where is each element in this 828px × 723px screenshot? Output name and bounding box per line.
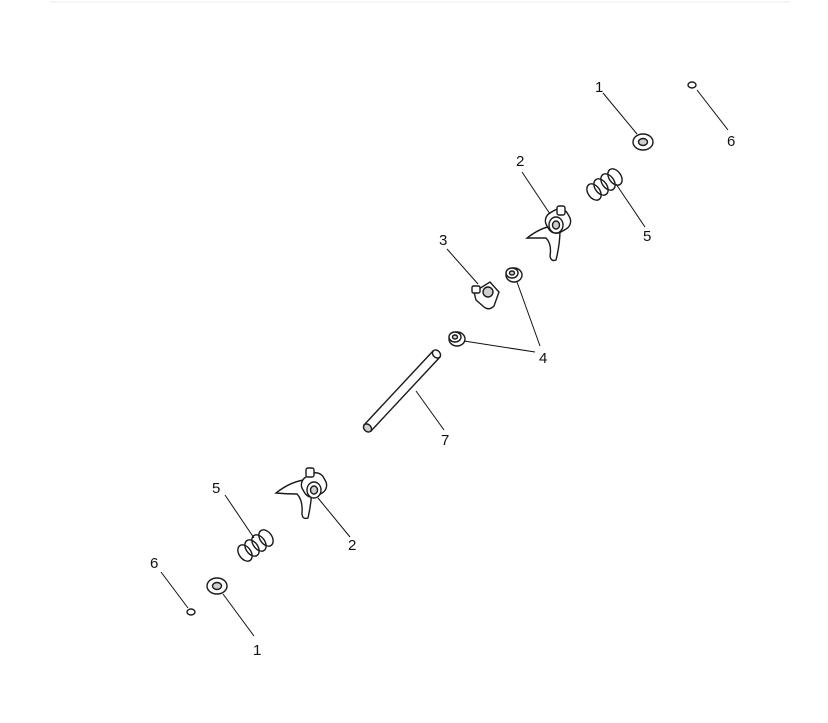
callout-6-lower: 6 [150,555,158,572]
part-7-shaft [362,349,442,433]
callout-labels: 1 6 2 5 3 4 7 5 2 6 1 [150,79,735,659]
callout-2-lower: 2 [348,537,356,554]
part-6-clip-upper [687,81,697,89]
callout-4: 4 [539,350,547,367]
callout-6-upper: 6 [727,133,735,150]
leader-4b [463,340,536,353]
leader-4a [516,281,541,347]
part-5-spring-lower [237,529,274,562]
leader-lines [160,89,729,637]
leader-5-lower [224,494,255,539]
part-3-follower [471,281,500,310]
part-2-shift-fork-upper [524,205,572,262]
callout-1-lower: 1 [253,642,261,659]
part-6-clip-lower [186,608,196,616]
leader-2-lower [317,497,351,538]
part-1-washer-upper [632,133,654,151]
callout-3: 3 [439,232,447,249]
leader-3 [446,248,479,285]
callout-1-upper: 1 [595,79,603,96]
part-4-roller-lower [448,331,466,347]
part-2-shift-fork-lower [274,467,328,520]
part-1-washer-lower [206,577,228,595]
leader-7 [415,390,445,431]
part-4-roller-upper [505,267,523,283]
leader-2-upper [521,171,551,215]
leader-6-upper [696,89,729,131]
callout-7: 7 [441,432,449,449]
callout-2-upper: 2 [516,153,524,170]
callout-5-upper: 5 [643,228,651,245]
leader-1-upper [602,92,638,135]
leader-5-upper [615,183,646,228]
leader-1-lower [222,593,255,637]
part-5-spring-upper [586,168,623,201]
leader-6-lower [160,571,189,609]
callout-5-lower: 5 [212,480,220,497]
